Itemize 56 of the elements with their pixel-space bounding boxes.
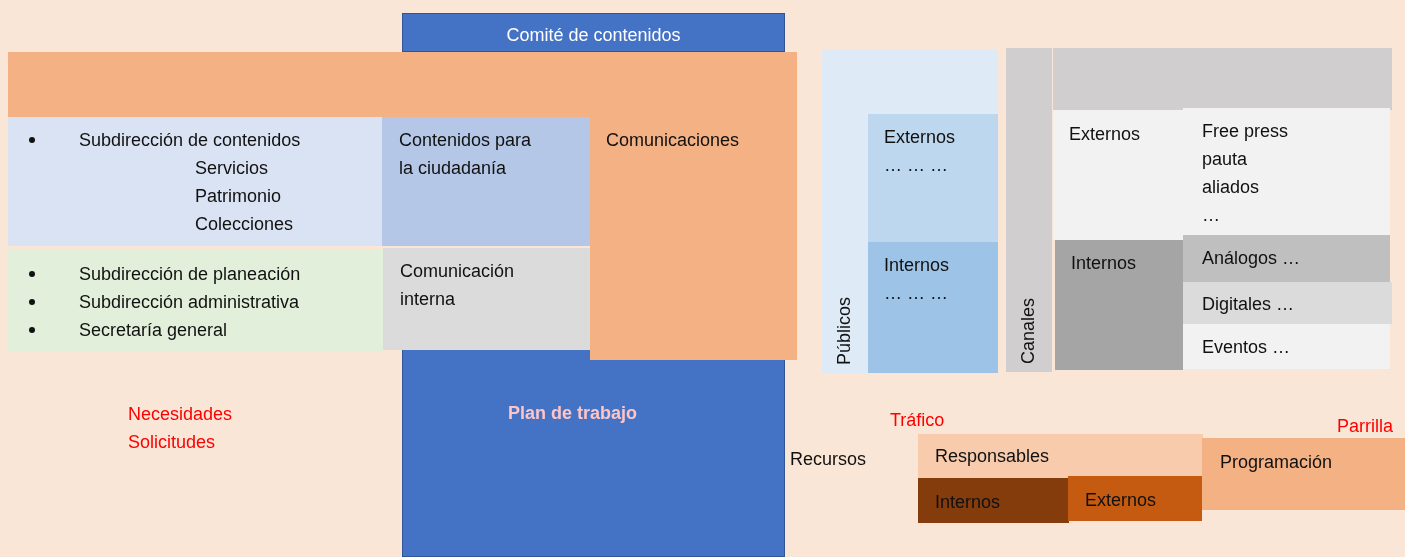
list-item: Subdirección de contenidos xyxy=(79,129,301,151)
box-label: Análogos … xyxy=(1202,247,1301,269)
area-panel xyxy=(8,117,382,246)
committee-header xyxy=(402,13,785,52)
box-label: Externos xyxy=(884,126,956,148)
traffic-box xyxy=(1068,476,1202,521)
traffic-box xyxy=(918,434,1203,478)
traffic-box xyxy=(918,478,1069,523)
channel-box xyxy=(1183,324,1390,369)
channel-box xyxy=(1183,282,1392,324)
box-label: Responsables xyxy=(935,445,1050,467)
channel-box xyxy=(1053,110,1183,240)
box-label: Públicos xyxy=(833,296,855,365)
box-label: Eventos … xyxy=(1202,336,1291,358)
area-panel xyxy=(590,117,797,360)
box-text: … … … xyxy=(884,282,948,304)
box-label: Internos xyxy=(935,491,1001,513)
list-item: Subdirección de planeación xyxy=(79,263,301,285)
box-label: Comunicación interna xyxy=(400,260,516,311)
box-text: … … … xyxy=(884,154,948,176)
box-label: Digitales … xyxy=(1202,293,1295,315)
box-label: Comunicaciones xyxy=(606,129,740,151)
box-text: pauta xyxy=(1202,148,1248,170)
audience-panel xyxy=(822,50,998,373)
channel-box xyxy=(1183,235,1390,282)
box-label: Recursos xyxy=(790,448,867,470)
list-item: Secretaría general xyxy=(79,319,228,341)
channel-box xyxy=(1183,108,1390,235)
box-label: Free press xyxy=(1202,120,1289,142)
area-panel xyxy=(383,248,590,350)
area-panel xyxy=(382,117,590,246)
box-label: Canales xyxy=(1017,297,1039,364)
box-label: Programación xyxy=(1220,451,1333,473)
audience-box xyxy=(868,242,998,373)
box-text: Servicios xyxy=(195,157,269,179)
box-label: Contenidos para la ciudadanía xyxy=(399,129,533,180)
header-bar xyxy=(1053,48,1392,110)
box-label: Comité de contenidos xyxy=(505,24,682,46)
list-item: Subdirección administrativa xyxy=(79,291,300,313)
box-label: Internos xyxy=(884,254,950,276)
annotation-text: Tráfico xyxy=(890,409,945,432)
box-label: Internos xyxy=(1071,252,1137,274)
area-panel xyxy=(8,249,383,352)
schedule-box xyxy=(1202,438,1405,510)
annotation-text: Necesidades Solicitudes xyxy=(128,403,234,454)
box-text: aliados xyxy=(1202,176,1260,198)
box-text: Patrimonio xyxy=(195,185,282,207)
annotation-text: Plan de trabajo xyxy=(508,402,638,425)
header-band xyxy=(8,52,797,117)
channel-strip xyxy=(1006,48,1052,372)
box-label: Externos xyxy=(1085,489,1157,511)
audience-box xyxy=(868,114,998,242)
box-label: Externos xyxy=(1069,123,1141,145)
annotation-text: Parrilla xyxy=(1337,415,1393,438)
box-text: … xyxy=(1202,204,1220,226)
box-text: Colecciones xyxy=(195,213,294,235)
